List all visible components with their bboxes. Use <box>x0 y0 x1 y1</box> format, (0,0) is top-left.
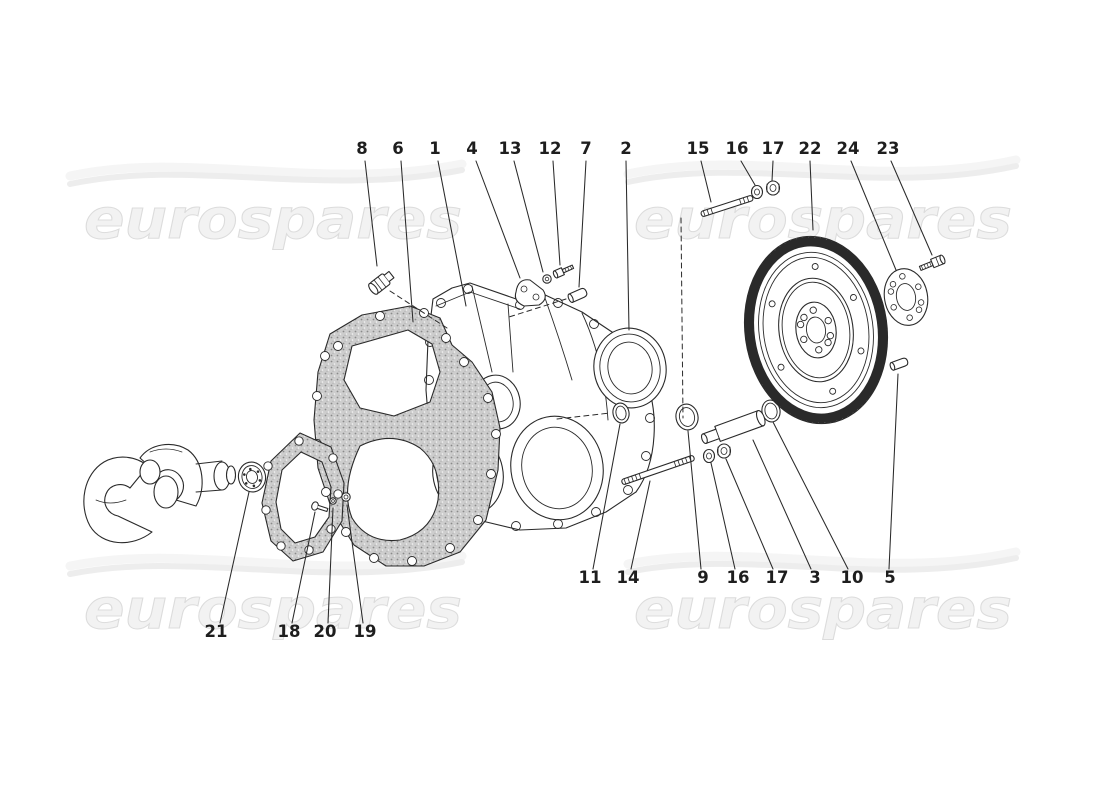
flywheel-face-holes <box>768 263 865 395</box>
washer <box>702 448 716 464</box>
callout-number: 24 <box>837 139 860 158</box>
leader-line <box>219 491 250 624</box>
callout-number: 13 <box>499 139 522 158</box>
nut <box>341 492 351 502</box>
callout-number: 21 <box>205 622 228 641</box>
stud-short <box>700 195 754 217</box>
leader-line <box>771 160 774 182</box>
callout-number: 3 <box>809 568 820 587</box>
leader-line <box>364 160 378 267</box>
washer <box>750 184 764 200</box>
leader-line <box>725 458 774 570</box>
leader-line <box>592 423 621 570</box>
watermark-text: eurospares <box>84 577 462 641</box>
leader-line <box>710 462 736 570</box>
watermark-text: eurospares <box>84 187 462 251</box>
callout-number: 16 <box>726 139 749 158</box>
callout-number: 19 <box>354 622 377 641</box>
leader-line <box>625 160 630 331</box>
leader-line <box>513 160 544 273</box>
washer <box>329 497 337 505</box>
seal-ring <box>593 327 667 409</box>
ball-bearing <box>237 461 267 493</box>
watermark-text: eurospares <box>634 577 1012 641</box>
leader-line <box>475 160 521 279</box>
callout-number: 14 <box>617 568 640 587</box>
leader-line <box>850 160 897 271</box>
leader-line <box>400 160 414 323</box>
callout-number: 5 <box>884 568 895 587</box>
callout-number: 10 <box>841 568 864 587</box>
bracket-plate <box>514 279 546 307</box>
leader-line <box>700 160 712 203</box>
bolt <box>552 264 575 279</box>
callout-number: 22 <box>799 139 822 158</box>
leader-line <box>752 439 812 570</box>
leader-line <box>740 160 756 186</box>
washer <box>542 274 552 284</box>
callout-number: 4 <box>466 139 477 158</box>
nut <box>716 443 732 459</box>
callout-number: 2 <box>620 139 631 158</box>
watermark-swoosh-decoration <box>65 155 1021 577</box>
ring-gear-teeth <box>744 236 888 424</box>
leader-line <box>291 511 316 624</box>
plug <box>889 357 909 371</box>
stud-long <box>621 455 695 485</box>
plug <box>567 287 588 303</box>
leader-line <box>809 160 814 231</box>
leader-line <box>552 160 561 266</box>
bolt <box>918 254 946 271</box>
callout-number: 11 <box>579 568 602 587</box>
callout-number: 17 <box>766 568 789 587</box>
callout-number: 9 <box>697 568 708 587</box>
flywheel-hub-holes <box>796 306 834 354</box>
crankshaft-illustration <box>83 443 237 544</box>
callout-number: 15 <box>687 139 710 158</box>
dowel-tube <box>700 409 766 445</box>
flywheel <box>743 235 889 425</box>
retaining-plate <box>883 268 929 326</box>
leader-line <box>890 160 933 256</box>
leader-line <box>327 507 334 624</box>
end-cover-gasket <box>261 432 351 562</box>
construction-lines <box>389 217 684 420</box>
watermark-layer: eurospares eurospares eurospares eurospa… <box>84 187 1013 642</box>
o-ring-medium <box>675 403 699 431</box>
screw <box>311 501 329 513</box>
callout-number: 1 <box>429 139 440 158</box>
callout-number: 7 <box>580 139 591 158</box>
leader-line <box>888 373 899 570</box>
o-ring-small <box>612 402 630 424</box>
leader-line <box>578 160 587 288</box>
leader-line <box>687 430 702 570</box>
callout-number: 12 <box>539 139 562 158</box>
leader-line <box>346 504 364 624</box>
callout-number: 8 <box>356 139 367 158</box>
callout-number: 18 <box>278 622 301 641</box>
callout-number: 17 <box>762 139 785 158</box>
leader-line <box>437 160 467 307</box>
leader-line <box>630 480 651 570</box>
callout-number: 20 <box>314 622 337 641</box>
callout-number: 6 <box>392 139 403 158</box>
leader-lines-layer <box>219 160 933 624</box>
leader-line <box>772 421 849 570</box>
nut <box>765 180 781 196</box>
callout-number: 16 <box>727 568 750 587</box>
callout-number: 23 <box>877 139 900 158</box>
breather-plug <box>368 270 395 295</box>
